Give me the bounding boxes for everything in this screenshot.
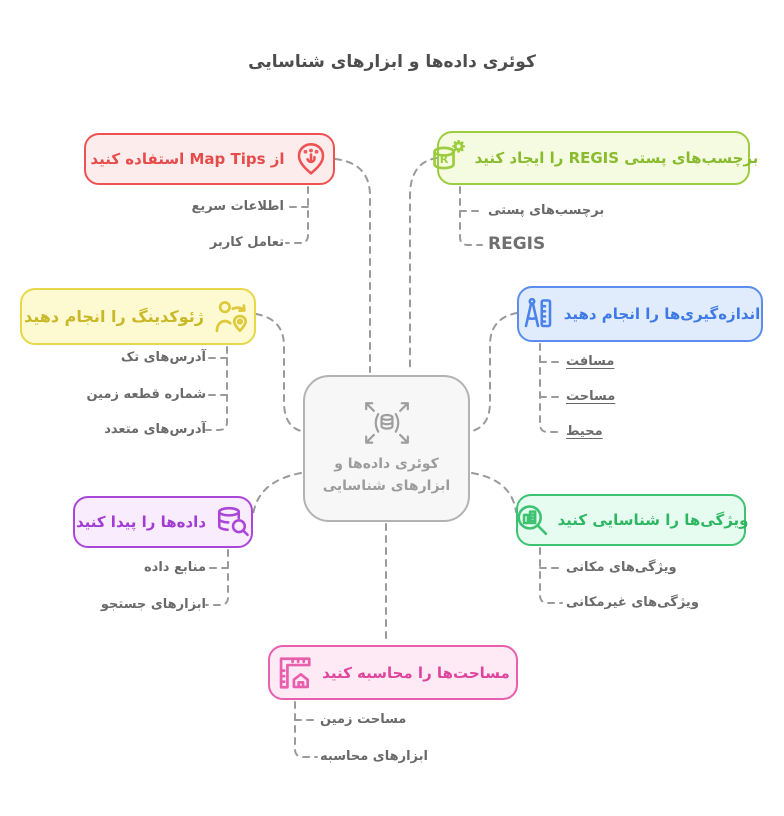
expand-database-icon bbox=[364, 401, 409, 444]
center-node[interactable]: کوئری داده‌ها و ابزارهای شناسایی bbox=[303, 375, 470, 522]
connector-identify-items bbox=[539, 547, 563, 604]
subitem-distance-link[interactable]: مسافت bbox=[566, 354, 615, 369]
node-identify-features[interactable]: ویژگی‌ها را شناسایی کنید bbox=[516, 494, 749, 546]
node-calculate-areas-label: مساحت‌ها را محاسبه کنید bbox=[322, 663, 510, 682]
subitem-area-link[interactable]: مساحت bbox=[566, 389, 616, 404]
connector-maptips-center bbox=[334, 158, 371, 373]
subitem-data-sources: منابع داده bbox=[144, 560, 206, 575]
subitem-search-tools: ابزارهای جستجو bbox=[100, 597, 206, 612]
connector-geocoding-items bbox=[205, 346, 228, 431]
compass-ruler-icon bbox=[524, 297, 551, 328]
subitem-single-addresses: آدرس‌های تک bbox=[120, 350, 206, 365]
subitem-spatial-features: ویژگی‌های مکانی bbox=[566, 560, 677, 575]
diagram-title: کوئری داده‌ها و ابزارهای شناسایی bbox=[248, 52, 536, 72]
database-gear-icon: R bbox=[432, 139, 465, 170]
connector-identify-center bbox=[471, 472, 517, 513]
subitem-calculation-tools: ابزارهای محاسبه bbox=[320, 749, 428, 764]
connector-maptips-items bbox=[285, 186, 309, 244]
node-geocoding-label: ژئوکدینگ را انجام دهید bbox=[24, 307, 204, 326]
connector-find-items bbox=[205, 549, 229, 606]
connector-geocoding-center bbox=[255, 313, 302, 432]
map-pin-touch-icon bbox=[297, 143, 324, 175]
connector-measure-center bbox=[471, 312, 518, 432]
person-location-icon bbox=[215, 300, 247, 332]
subitem-user-interaction: تعامل کاربر bbox=[209, 235, 284, 250]
node-calculate-areas[interactable]: مساحت‌ها را محاسبه کنید bbox=[268, 645, 518, 700]
node-measurements-label: اندازه‌گیری‌ها را انجام دهید bbox=[563, 305, 761, 323]
center-node-line1: کوئری داده‌ها و bbox=[334, 455, 439, 472]
subitem-parcel-number: شماره قطعه زمین bbox=[86, 387, 206, 402]
subitem-postal-labels: برچسب‌های پستی bbox=[488, 203, 605, 218]
search-building-icon bbox=[517, 505, 547, 536]
subitem-perimeter-link[interactable]: محیط bbox=[566, 424, 603, 439]
node-regis-labels[interactable]: برچسب‌های پستی REGIS را ایجاد کنید R bbox=[432, 131, 758, 185]
subitem-quick-info: اطلاعات سریع bbox=[191, 199, 284, 214]
node-map-tips-label: از Map Tips استفاده کنید bbox=[90, 150, 285, 168]
database-search-icon bbox=[218, 506, 249, 537]
center-node-line2: ابزارهای شناسایی bbox=[322, 477, 451, 494]
connector-regis-items bbox=[459, 186, 483, 246]
node-find-data-label: داده‌ها را پیدا کنید bbox=[75, 513, 207, 531]
connector-areas-items bbox=[294, 701, 318, 758]
node-find-data[interactable]: داده‌ها را پیدا کنید bbox=[73, 496, 253, 548]
node-measurements[interactable]: اندازه‌گیری‌ها را انجام دهید bbox=[517, 286, 763, 342]
connector-regis-center bbox=[409, 157, 438, 373]
connector-measure-items bbox=[539, 343, 563, 433]
node-geocoding[interactable]: ژئوکدینگ را انجام دهید bbox=[20, 288, 256, 345]
subitem-nonspatial-features: ویژگی‌های غیرمکانی bbox=[566, 595, 699, 610]
node-identify-features-label: ویژگی‌ها را شناسایی کنید bbox=[557, 511, 749, 529]
center-node-label: کوئری داده‌ها و ابزارهای شناسایی bbox=[323, 453, 450, 497]
connector-find-center bbox=[252, 472, 302, 516]
svg-text:R: R bbox=[439, 153, 448, 166]
node-map-tips[interactable]: از Map Tips استفاده کنید bbox=[84, 133, 335, 185]
subitem-multiple-addresses: آدرس‌های متعدد bbox=[104, 422, 206, 437]
node-regis-labels-label: برچسب‌های پستی REGIS را ایجاد کنید bbox=[474, 149, 759, 167]
subitem-regis: REGIS bbox=[488, 234, 546, 254]
ruler-house-icon bbox=[279, 656, 311, 689]
subitem-land-area: مساحت زمین bbox=[320, 712, 407, 727]
